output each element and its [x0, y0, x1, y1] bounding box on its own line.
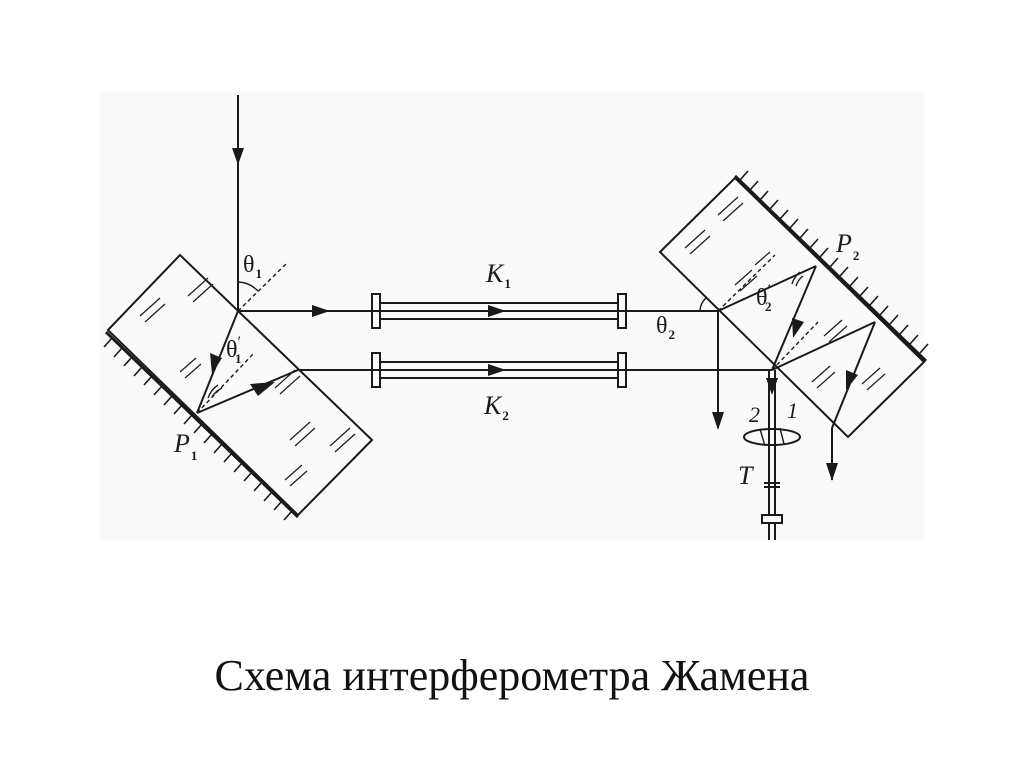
- label-theta2-prime: θ′2: [756, 282, 772, 314]
- plate-p2-glass-texture: [684, 196, 886, 391]
- plate-p2: [658, 170, 929, 439]
- plate-p1: [103, 253, 374, 521]
- label-p2: P2: [835, 229, 859, 263]
- telescope-lens: [743, 428, 801, 446]
- label-theta1: θ1: [243, 252, 262, 281]
- label-k2: K2: [483, 391, 509, 423]
- plate-p1-mirror-hatching: [103, 330, 300, 521]
- label-theta1-prime: θ′1: [226, 334, 242, 366]
- plate-p1-glass-texture: [139, 277, 356, 487]
- label-theta2: θ2: [656, 313, 675, 342]
- light-rays: [196, 95, 876, 540]
- telescope-t: [743, 427, 801, 524]
- slide-caption: Схема интерферометра Жамена: [214, 651, 810, 700]
- plate-p2-mirror-hatching: [733, 170, 929, 363]
- label-beam-2: 2: [749, 402, 760, 427]
- label-beam-1: 1: [787, 398, 798, 423]
- label-telescope: T: [738, 461, 754, 490]
- label-k1: K1: [485, 259, 511, 291]
- label-p1: P1: [173, 429, 197, 463]
